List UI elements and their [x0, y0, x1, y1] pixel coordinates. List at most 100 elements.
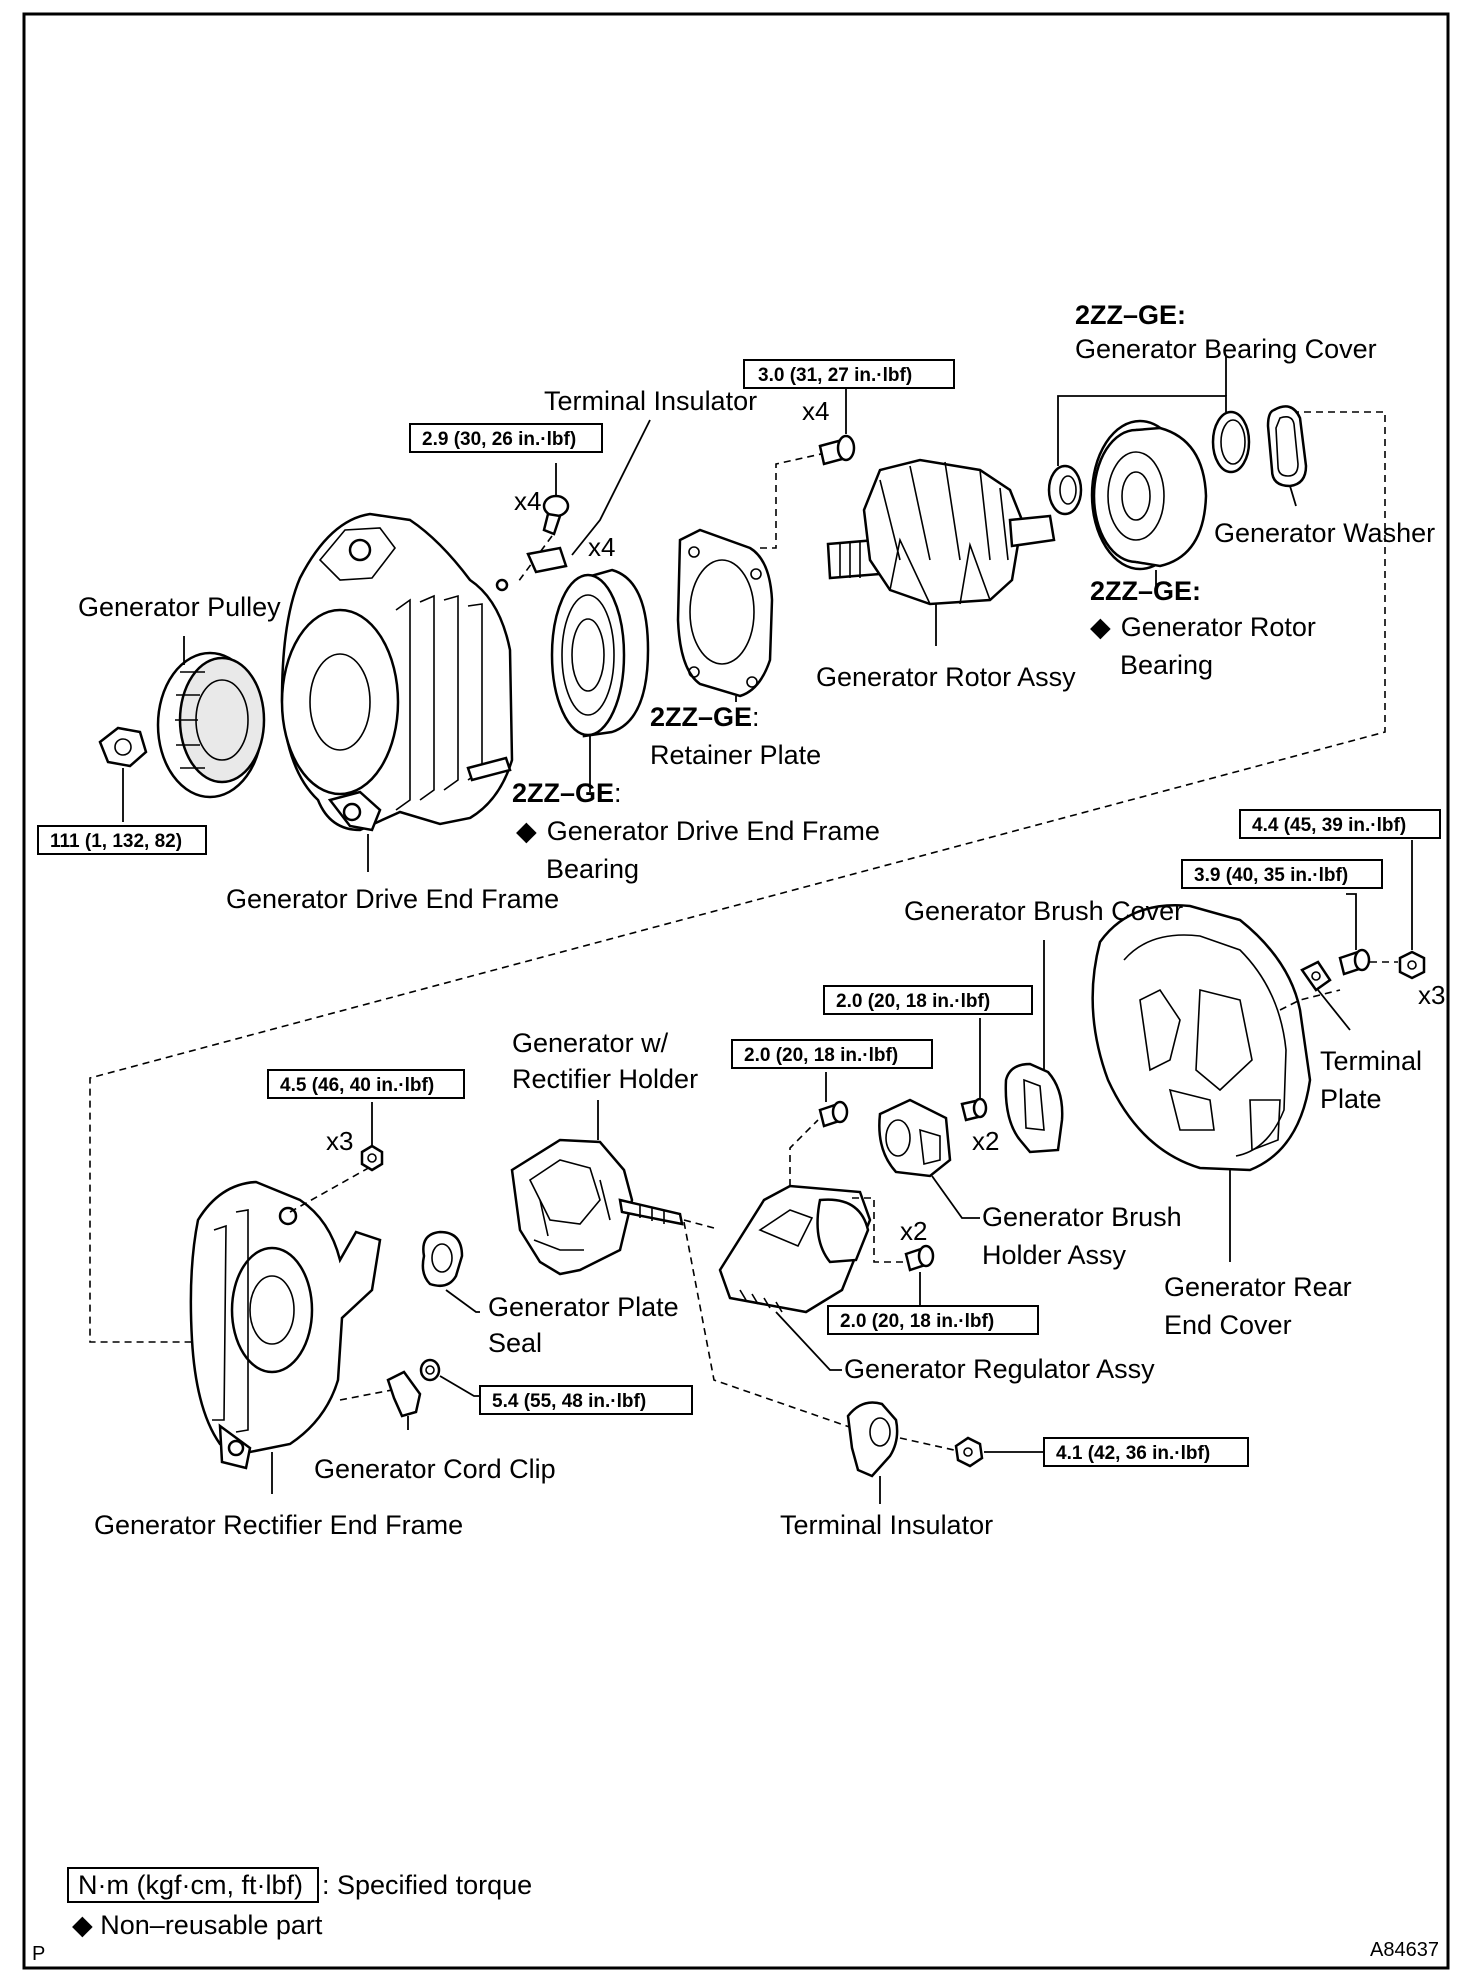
- diagram-frame: [22, 12, 1450, 1970]
- label-drive-bearing-1: ◆Generator Drive End Frame: [516, 816, 880, 846]
- label-cord-clip: Generator Cord Clip: [314, 1454, 556, 1484]
- svg-text:4.4 (45, 39 in.·lbf): 4.4 (45, 39 in.·lbf): [1252, 815, 1406, 836]
- label-engine-retainer: 2ZZ–GE:: [650, 702, 760, 732]
- torque-box-rear-bolt: 3.9 (40, 35 in.·lbf): [1181, 859, 1383, 889]
- qty-rectifier-nuts: x3: [326, 1126, 353, 1156]
- terminal-bottom-nut-icon: [954, 1436, 984, 1468]
- rectifier-end-frame-icon: [189, 1180, 382, 1470]
- label-terminal-plate-2: Plate: [1320, 1084, 1382, 1114]
- assembly-dash-line: [89, 411, 1386, 1343]
- label-plate-seal-2: Seal: [488, 1328, 542, 1358]
- svg-text:4.5 (46, 40 in.·lbf): 4.5 (46, 40 in.·lbf): [280, 1075, 434, 1096]
- svg-text:3.0 (31, 27 in.·lbf): 3.0 (31, 27 in.·lbf): [758, 365, 912, 386]
- label-engine-drive-bearing: 2ZZ–GE:: [512, 778, 622, 808]
- torque-box-rectifier-nut: 4.5 (46, 40 in.·lbf): [267, 1069, 465, 1099]
- qty-retainer-bolts: x4: [802, 396, 829, 426]
- brush-cover-icon: [1004, 1062, 1064, 1154]
- label-rectifier-holder-1: Generator w/: [512, 1028, 669, 1058]
- terminal-insulator-bottom-icon: [846, 1401, 899, 1478]
- label-rectifier-holder-2: Rectifier Holder: [512, 1064, 698, 1094]
- terminal-insulator-clip-icon: [526, 546, 568, 574]
- cord-clip-icon: [386, 1370, 422, 1418]
- svg-text:4.1 (42, 36 in.·lbf): 4.1 (42, 36 in.·lbf): [1056, 1443, 1210, 1464]
- label-brush-cover: Generator Brush Cover: [904, 896, 1183, 926]
- terminal-insulator-screw-icon: [542, 494, 570, 536]
- generator-pulley-icon: [156, 651, 266, 799]
- svg-text:5.4 (55, 48 in.·lbf): 5.4 (55, 48 in.·lbf): [492, 1391, 646, 1412]
- legend-torque: N·m (kgf·cm, ft·lbf) : Specified torque: [67, 1867, 532, 1903]
- diamond-symbol: ◆: [1090, 612, 1111, 642]
- label-bearing-cover: Generator Bearing Cover: [1075, 334, 1377, 364]
- regulator-bottom-screw-icon: [904, 1244, 935, 1272]
- cord-clip-nut-icon: [419, 1358, 441, 1382]
- label-terminal-insulator-bottom: Terminal Insulator: [780, 1510, 993, 1540]
- label-brush-holder-1: Generator Brush: [982, 1202, 1182, 1232]
- torque-box-pulley-nut: 111 (1, 132, 82): [37, 825, 207, 855]
- qty-brush-screws: x2: [972, 1126, 999, 1156]
- terminal-plate-icon: [1300, 960, 1332, 992]
- label-generator-washer: Generator Washer: [1214, 518, 1435, 548]
- rotor-bearing-icon: [1090, 419, 1208, 571]
- diamond-symbol: ◆: [516, 816, 537, 846]
- label-brush-holder-2: Holder Assy: [982, 1240, 1127, 1270]
- svg-text:2.0 (20, 18 in.·lbf): 2.0 (20, 18 in.·lbf): [836, 991, 990, 1012]
- brush-holder-icon: [878, 1098, 952, 1178]
- legend-torque-desc: : Specified torque: [322, 1870, 532, 1900]
- label-generator-pulley: Generator Pulley: [78, 592, 281, 622]
- retainer-plate-icon: [676, 528, 774, 698]
- svg-text:111 (1, 132, 82): 111 (1, 132, 82): [50, 831, 182, 852]
- retainer-bolt-icon: [818, 434, 856, 466]
- qty-rear-nuts: x3: [1418, 980, 1445, 1010]
- svg-text:2.0 (20, 18 in.·lbf): 2.0 (20, 18 in.·lbf): [840, 1311, 994, 1332]
- torque-box-terminal-bottom: 4.1 (42, 36 in.·lbf): [1043, 1437, 1249, 1467]
- regulator-assy-icon: [718, 1184, 872, 1314]
- qty-regulator-screws: x2: [900, 1216, 927, 1246]
- svg-text:2.9 (30, 26 in.·lbf): 2.9 (30, 26 in.·lbf): [422, 429, 576, 450]
- label-rectifier-end-frame: Generator Rectifier End Frame: [94, 1510, 463, 1540]
- legend-nonreusable: ◆ Non–reusable part: [72, 1910, 323, 1940]
- label-rotor-bearing-1: ◆Generator Rotor: [1090, 612, 1316, 642]
- label-drive-end-frame: Generator Drive End Frame: [226, 884, 559, 914]
- label-rotor-assy: Generator Rotor Assy: [816, 662, 1076, 692]
- label-regulator-assy: Generator Regulator Assy: [844, 1354, 1155, 1384]
- label-plate-seal-1: Generator Plate: [488, 1292, 679, 1322]
- label-retainer-plate: Retainer Plate: [650, 740, 821, 770]
- bearing-cover-icon: [1211, 410, 1251, 474]
- svg-text:2.0 (20, 18 in.·lbf): 2.0 (20, 18 in.·lbf): [744, 1045, 898, 1066]
- label-terminal-insulator-top: Terminal Insulator: [544, 386, 757, 416]
- svg-text:3.9 (40, 35 in.·lbf): 3.9 (40, 35 in.·lbf): [1194, 865, 1348, 886]
- torque-box-cord-clip: 5.4 (55, 48 in.·lbf): [479, 1385, 693, 1415]
- rectifier-nut-icon: [360, 1144, 384, 1172]
- rear-nut-icon: [1398, 950, 1426, 980]
- torque-box-rear-nut: 4.4 (45, 39 in.·lbf): [1239, 809, 1441, 839]
- brush-screw-icon: [960, 1097, 988, 1122]
- torque-box-regulator-top-screw: 2.0 (20, 18 in.·lbf): [731, 1039, 933, 1069]
- rotor-assy-icon: [826, 458, 1056, 606]
- plate-seal-icon: [421, 1230, 464, 1287]
- torque-box-regulator-bottom-screw: 2.0 (20, 18 in.·lbf): [827, 1305, 1039, 1335]
- label-rear-end-cover-2: End Cover: [1164, 1310, 1292, 1340]
- rear-bolt-icon: [1338, 948, 1371, 976]
- corner-figure-id: A84637: [1370, 1939, 1439, 1961]
- legend-torque-unit: N·m (kgf·cm, ft·lbf): [78, 1870, 303, 1900]
- label-terminal-plate-1: Terminal: [1320, 1046, 1422, 1076]
- label-drive-bearing-2: Bearing: [546, 854, 639, 884]
- drive-end-bearing-icon: [550, 568, 650, 738]
- torque-box-brush-screw: 2.0 (20, 18 in.·lbf): [823, 985, 1033, 1015]
- pulley-nut-icon: [98, 726, 148, 768]
- generator-washer-icon: [1266, 405, 1308, 488]
- torque-box-retainer-bolt: 3.0 (31, 27 in.·lbf): [743, 359, 955, 389]
- label-rotor-bearing-2: Bearing: [1120, 650, 1213, 680]
- rear-end-cover-icon: [1091, 904, 1312, 1172]
- drive-end-frame-icon: [280, 512, 514, 832]
- label-engine-bearing-cover: 2ZZ–GE:: [1075, 300, 1186, 330]
- torque-box-terminal-insulator: 2.9 (30, 26 in.·lbf): [409, 423, 603, 453]
- bearing-cover-washer-icon: [1047, 464, 1083, 516]
- label-rear-end-cover-1: Generator Rear: [1164, 1272, 1352, 1302]
- qty-terminal-clips: x4: [588, 532, 615, 562]
- regulator-top-screw-icon: [818, 1100, 849, 1128]
- corner-left-mark: P: [32, 1943, 45, 1965]
- rectifier-holder-icon: [510, 1138, 684, 1276]
- qty-terminal-screws: x4: [514, 486, 541, 516]
